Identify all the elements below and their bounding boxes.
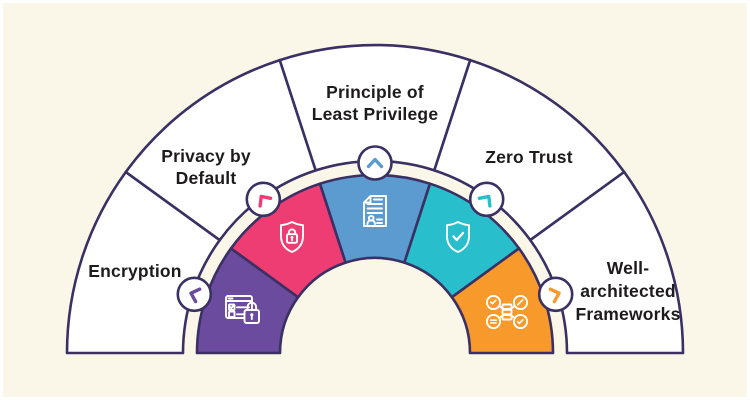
marker-circle (468, 181, 505, 218)
segment-label-encryption: Encryption (88, 261, 181, 281)
browser-lock-icon (225, 295, 260, 324)
inner-colored-ring (195, 173, 555, 355)
marker-circle (537, 276, 574, 313)
segment-label-privacy-by-default-line2: Default (176, 168, 237, 188)
segment-label-privacy-by-default-line1: Privacy by (161, 146, 251, 166)
segment-labels: Encryption Privacy by Default Principle … (88, 82, 680, 324)
chevron-left-icon (189, 287, 202, 304)
marker-circle (357, 145, 393, 181)
marker-privacy-by-default (245, 181, 282, 218)
outer-segment-well-architected-frameworks (529, 170, 685, 355)
segment-label-well-architected-frameworks-line3: Frameworks (575, 304, 680, 324)
chevron-right-icon (548, 287, 561, 304)
markers (176, 145, 574, 313)
marker-encryption (176, 276, 213, 313)
marker-well-architected-frameworks (537, 276, 574, 313)
segment-label-well-architected-frameworks-line1: Well- (607, 258, 650, 278)
segment-label-principle-of-least-privilege-line2: Least Privilege (312, 104, 439, 124)
security-principles-arch-diagram: Encryption Privacy by Default Principle … (65, 43, 685, 355)
segment-label-principle-of-least-privilege-line1: Principle of (326, 82, 424, 102)
marker-circle (176, 276, 213, 313)
outer-label-ring (65, 43, 685, 355)
shield-lock-icon (280, 221, 304, 253)
chevron-up-right-icon (477, 194, 492, 208)
marker-zero-trust (468, 181, 505, 218)
segment-label-well-architected-frameworks-line2: architected (580, 281, 676, 301)
chevron-up-icon (366, 157, 384, 169)
marker-circle (245, 181, 282, 218)
segment-label-zero-trust: Zero Trust (485, 147, 573, 167)
marker-principle-of-least-privilege (357, 145, 393, 181)
document-user-icon (363, 195, 387, 227)
shield-check-icon (446, 221, 470, 253)
segment-well-architected-frameworks (450, 247, 555, 355)
chevron-up-left-icon (258, 194, 273, 208)
framework-nodes-icon (485, 294, 529, 330)
